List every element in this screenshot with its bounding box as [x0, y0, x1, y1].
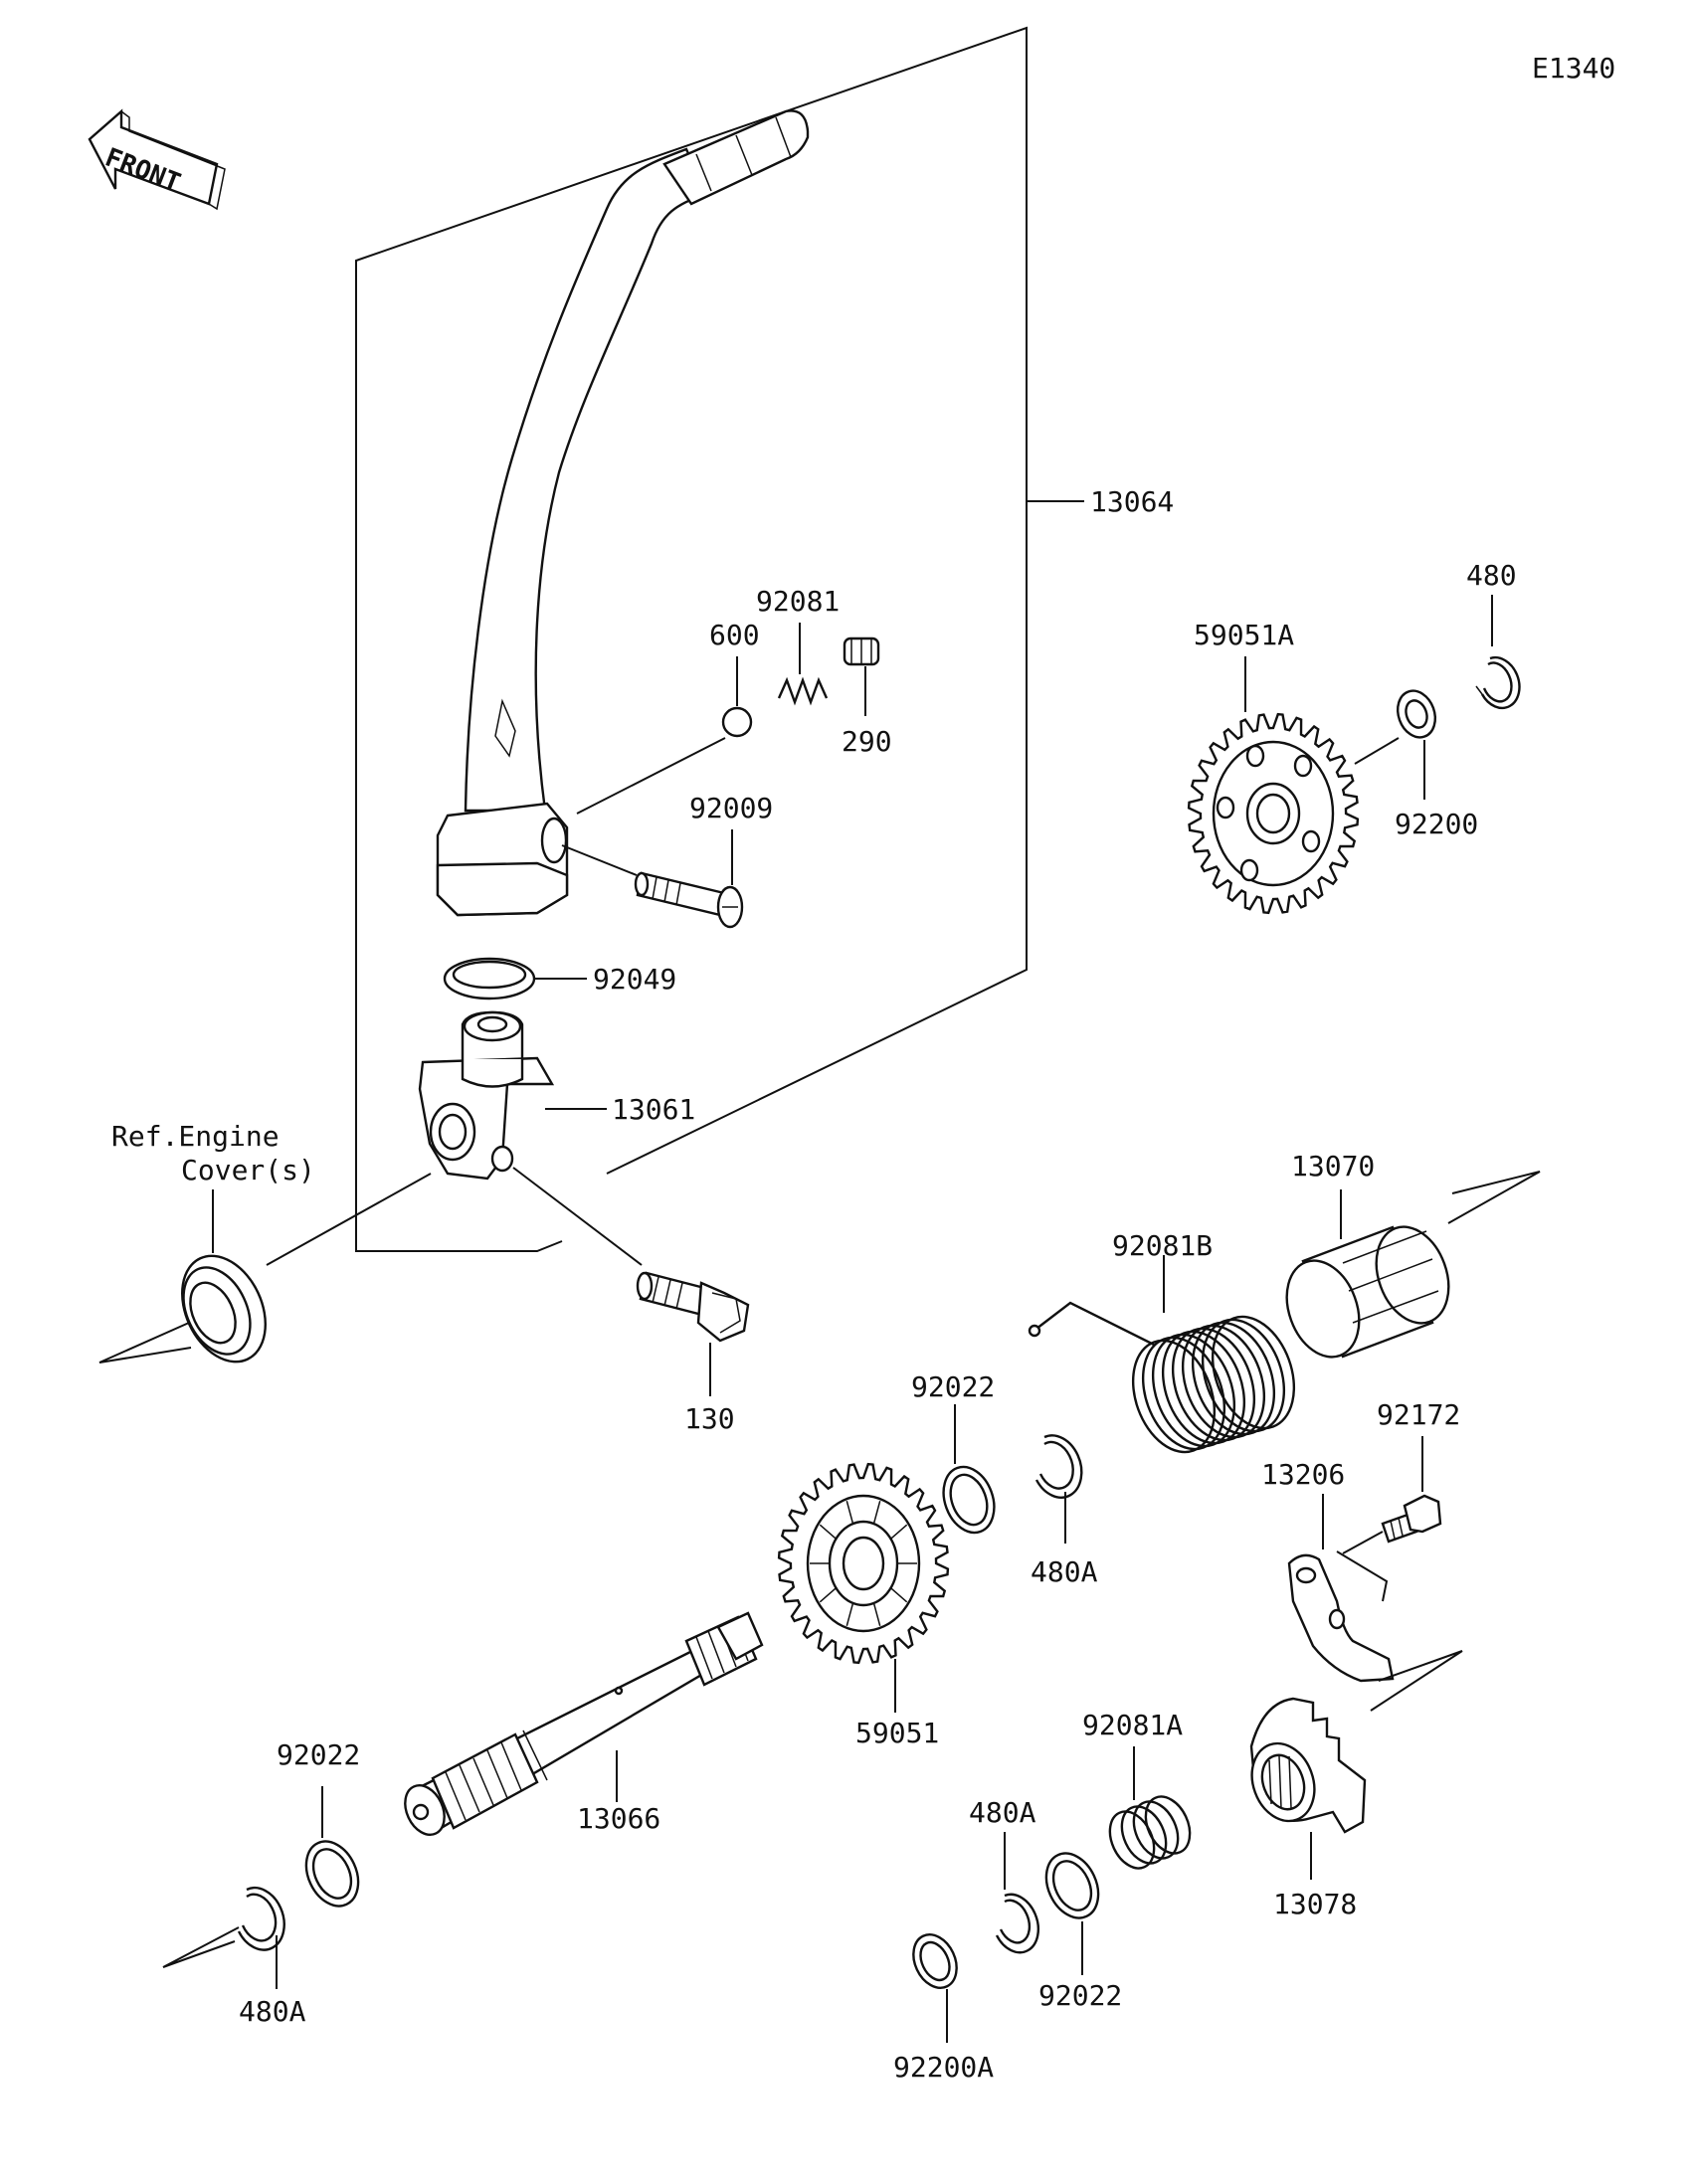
assembly-outline-bottom	[355, 1193, 563, 1252]
label-600: 600	[709, 619, 760, 651]
label-59051A: 59051A	[1194, 619, 1294, 651]
label-92049: 92049	[593, 963, 676, 996]
spring-92081A	[1108, 1795, 1192, 1870]
bolt-92172	[1381, 1494, 1442, 1544]
plug-290	[843, 637, 880, 666]
label-92022-bottom: 92022	[1038, 1979, 1122, 2012]
label-92200: 92200	[1395, 808, 1478, 840]
label-92081A: 92081A	[1082, 1709, 1183, 1741]
label-13070: 13070	[1291, 1150, 1375, 1183]
ref-cover-label: Cover(s)	[181, 1154, 315, 1186]
label-92081: 92081	[756, 585, 840, 618]
shaft-13066	[404, 1611, 764, 1836]
label-92200A: 92200A	[893, 2051, 994, 2084]
label-13078: 13078	[1273, 1888, 1357, 1920]
label-13206: 13206	[1261, 1458, 1345, 1491]
circlip-480A-bottom	[995, 1893, 1040, 1954]
bolt-130	[636, 1271, 750, 1343]
spring-92081B	[1028, 1301, 1296, 1454]
label-13066: 13066	[577, 1802, 660, 1835]
circlip-480	[1475, 655, 1521, 710]
label-130: 130	[684, 1402, 735, 1435]
label-13064: 13064	[1090, 485, 1174, 518]
label-59051: 59051	[855, 1717, 939, 1749]
circlip-480A-mid	[1034, 1434, 1083, 1499]
label-480: 480	[1466, 559, 1517, 592]
label-92172: 92172	[1377, 1398, 1460, 1431]
gear-59051	[777, 1462, 950, 1665]
spring-92081	[777, 676, 829, 706]
label-13061: 13061	[612, 1093, 695, 1126]
label-92022-mid: 92022	[911, 1370, 995, 1403]
assembly-outline-13064	[355, 26, 1028, 1193]
ref-engine-label: Ref.Engine	[111, 1120, 280, 1153]
label-480A-bottom: 480A	[969, 1796, 1036, 1829]
label-290: 290	[842, 725, 892, 758]
pin-92009	[634, 871, 744, 929]
label-92022-left: 92022	[277, 1738, 360, 1771]
ball-600	[721, 706, 753, 738]
kick-pedal-arm	[436, 109, 810, 917]
gear-59051A	[1187, 712, 1360, 915]
guide-plate-13206	[1287, 1550, 1395, 1683]
label-92081B: 92081B	[1112, 1229, 1213, 1262]
front-arrow-icon: FRONT	[88, 108, 226, 211]
seal-92049	[443, 957, 536, 1001]
label-480A-left: 480A	[239, 1995, 306, 2028]
circlip-480A-left	[237, 1887, 285, 1951]
ratchet-13078	[1249, 1697, 1367, 1834]
sleeve-13070	[1285, 1225, 1450, 1359]
lever-13061	[418, 1010, 555, 1181]
diagram-code: E1340	[1532, 52, 1615, 85]
oil-seal-engine-cover	[181, 1254, 267, 1364]
label-92009: 92009	[689, 792, 773, 824]
label-480A-mid: 480A	[1031, 1555, 1098, 1588]
